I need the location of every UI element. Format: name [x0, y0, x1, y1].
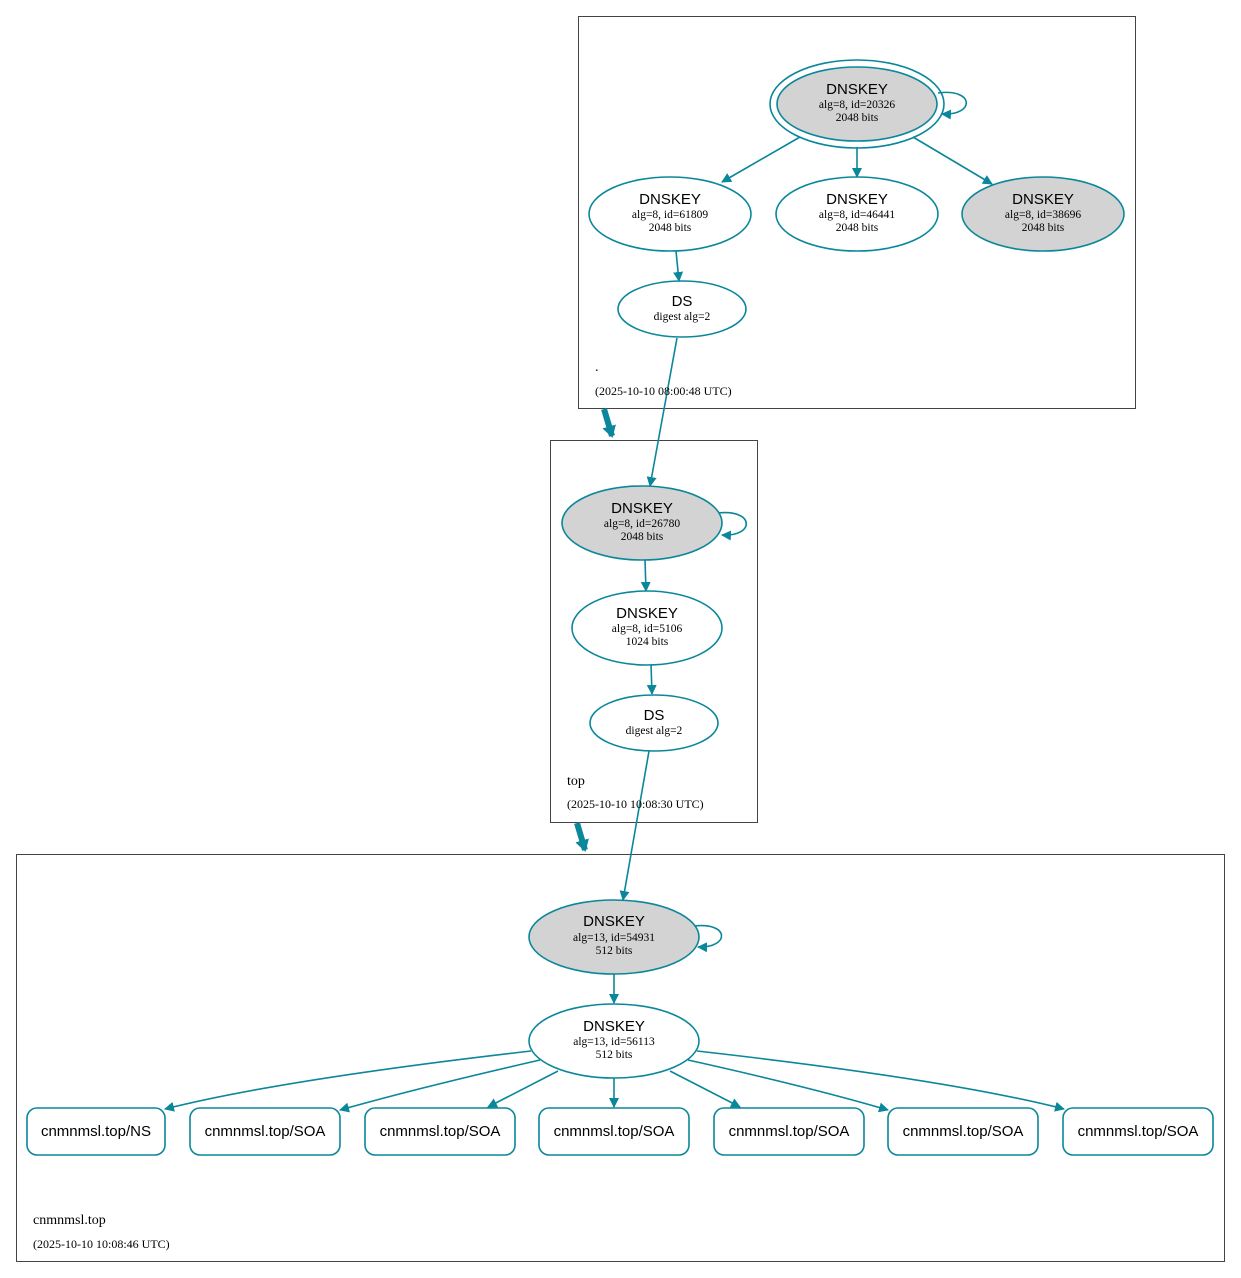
node-top-ksk: DNSKEY alg=8, id=26780 2048 bits — [561, 485, 723, 561]
node-cn-ksk: DNSKEY alg=13, id=54931 512 bits — [528, 899, 700, 975]
node-root-zsk2-title: DNSKEY — [826, 191, 888, 208]
node-root-zsk1: DNSKEY alg=8, id=61809 2048 bits — [588, 176, 752, 252]
rrset-box-1-shape — [26, 1107, 166, 1156]
node-top-ksk-bits: 2048 bits — [621, 531, 664, 543]
zone-top-timestamp: (2025-10-10 10:08:30 UTC) — [567, 797, 704, 811]
node-cn-ksk-info: alg=13, id=54931 — [573, 932, 655, 944]
rrset-box-1-label: cnmnmsl.top/NS — [41, 1123, 151, 1140]
node-root-ds-shape — [617, 280, 747, 338]
node-cn-zsk-bits: 512 bits — [596, 1049, 633, 1061]
node-top-ds: DS digest alg=2 — [589, 694, 719, 752]
node-top-ds-title: DS — [644, 707, 665, 724]
node-cn-zsk-info: alg=13, id=56113 — [573, 1036, 655, 1048]
node-root-ksk-title: DNSKEY — [826, 81, 888, 98]
rrset-box-7-shape — [1062, 1107, 1214, 1156]
edge-root-ds-top-ksk — [646, 337, 678, 487]
node-top-ksk-info: alg=8, id=26780 — [604, 518, 680, 530]
node-root-ds: DS digest alg=2 — [617, 280, 747, 338]
node-root-zsk2-info: alg=8, id=46441 — [819, 209, 895, 221]
rrset-box-7: cnmnmsl.top/SOA — [1062, 1107, 1214, 1156]
zone-cnmnmsl-name: cnmnmsl.top — [33, 1213, 106, 1228]
node-top-ksk-shape — [561, 485, 723, 561]
node-root-ksk-bits: 2048 bits — [836, 112, 879, 124]
rrset-box-7-label: cnmnmsl.top/SOA — [1078, 1123, 1199, 1140]
rrset-box-5: cnmnmsl.top/SOA — [713, 1107, 865, 1156]
edge-cn-zsk-rr2 — [339, 1059, 541, 1113]
rrset-box-3: cnmnmsl.top/SOA — [364, 1107, 516, 1156]
node-top-zsk-info: alg=8, id=5106 — [612, 623, 683, 635]
edge-root-ksk-zsk1 — [721, 136, 801, 183]
edge-cn-zsk-rr5 — [669, 1070, 741, 1108]
node-root-ksk2: DNSKEY alg=8, id=38696 2048 bits — [961, 176, 1125, 252]
node-root-zsk2-shape — [775, 176, 939, 252]
node-root-ds-title: DS — [672, 293, 693, 310]
rrset-box-3-label: cnmnmsl.top/SOA — [380, 1123, 501, 1140]
zone-root-box — [578, 16, 1136, 409]
delegation-arrow-top-cnmnmsl — [574, 822, 589, 852]
edge-cn-zsk-rr7 — [696, 1050, 1065, 1112]
node-cn-zsk: DNSKEY alg=13, id=56113 512 bits — [528, 1003, 700, 1079]
node-top-ds-info: digest alg=2 — [626, 725, 683, 737]
node-root-zsk1-info: alg=8, id=61809 — [632, 209, 708, 221]
rrset-box-1: cnmnmsl.top/NS — [26, 1107, 166, 1156]
zone-top-name: top — [567, 774, 585, 789]
node-top-zsk-title: DNSKEY — [616, 605, 678, 622]
node-root-ds-info: digest alg=2 — [654, 311, 711, 323]
rrset-box-4: cnmnmsl.top/SOA — [538, 1107, 690, 1156]
node-top-zsk-bits: 1024 bits — [626, 636, 669, 648]
edge-root-zsk1-ds — [673, 250, 684, 282]
node-root-ksk2-shape — [961, 176, 1125, 252]
node-root-ksk-shape — [776, 66, 938, 142]
edge-top-ksk-zsk — [640, 559, 651, 592]
edge-root-ksk-ksk2 — [912, 136, 993, 185]
edge-root-ksk-self — [937, 91, 968, 120]
node-cn-ksk-shape — [528, 899, 700, 975]
rrset-box-6: cnmnmsl.top/SOA — [887, 1107, 1039, 1156]
rrset-box-5-label: cnmnmsl.top/SOA — [729, 1123, 850, 1140]
node-root-zsk2: DNSKEY alg=8, id=46441 2048 bits — [775, 176, 939, 252]
rrset-box-2-label: cnmnmsl.top/SOA — [205, 1123, 326, 1140]
node-root-zsk1-bits: 2048 bits — [649, 222, 692, 234]
edge-cn-zsk-rr3 — [487, 1070, 559, 1108]
node-top-zsk: DNSKEY alg=8, id=5106 1024 bits — [571, 590, 723, 666]
rrset-box-2-shape — [189, 1107, 341, 1156]
edge-cn-zsk-rr1 — [164, 1050, 532, 1112]
node-top-zsk-shape — [571, 590, 723, 666]
node-root-ksk2-bits: 2048 bits — [1022, 222, 1065, 234]
edge-top-ds-cn-ksk — [619, 750, 650, 901]
edge-top-ksk-self — [717, 511, 748, 541]
zone-root-name: . — [595, 360, 599, 375]
node-top-ds-shape — [589, 694, 719, 752]
node-top-ksk-title: DNSKEY — [611, 500, 673, 517]
rrset-box-4-label: cnmnmsl.top/SOA — [554, 1123, 675, 1140]
delegation-arrow-root-top — [601, 408, 616, 438]
node-root-zsk1-title: DNSKEY — [639, 191, 701, 208]
node-cn-ksk-title: DNSKEY — [583, 913, 645, 930]
node-cn-ksk-bits: 512 bits — [596, 945, 633, 957]
node-root-ksk2-info: alg=8, id=38696 — [1005, 209, 1081, 221]
zone-root-timestamp: (2025-10-10 08:00:48 UTC) — [595, 384, 732, 398]
rrset-box-6-label: cnmnmsl.top/SOA — [903, 1123, 1024, 1140]
node-cn-zsk-title: DNSKEY — [583, 1018, 645, 1035]
node-root-ksk2-title: DNSKEY — [1012, 191, 1074, 208]
node-root-ksk: DNSKEY alg=8, id=20326 2048 bits — [769, 59, 945, 149]
node-root-zsk1-shape — [588, 176, 752, 252]
zone-top-box — [550, 440, 758, 823]
rrset-box-5-shape — [713, 1107, 865, 1156]
edge-cn-ksk-self — [693, 924, 723, 953]
rrset-box-6-shape — [887, 1107, 1039, 1156]
node-root-ksk-info: alg=8, id=20326 — [819, 99, 895, 111]
zone-cnmnmsl-timestamp: (2025-10-10 10:08:46 UTC) — [33, 1237, 170, 1251]
zone-cnmnmsl-box — [16, 854, 1225, 1262]
edge-top-zsk-ds — [646, 663, 657, 695]
rrset-box-2: cnmnmsl.top/SOA — [189, 1107, 341, 1156]
node-cn-zsk-shape — [528, 1003, 700, 1079]
edge-cn-zsk-rr6 — [687, 1059, 889, 1113]
rrset-box-4-shape — [538, 1107, 690, 1156]
node-root-zsk2-bits: 2048 bits — [836, 222, 879, 234]
rrset-box-3-shape — [364, 1107, 516, 1156]
node-root-ksk-outer-ring — [769, 59, 945, 149]
